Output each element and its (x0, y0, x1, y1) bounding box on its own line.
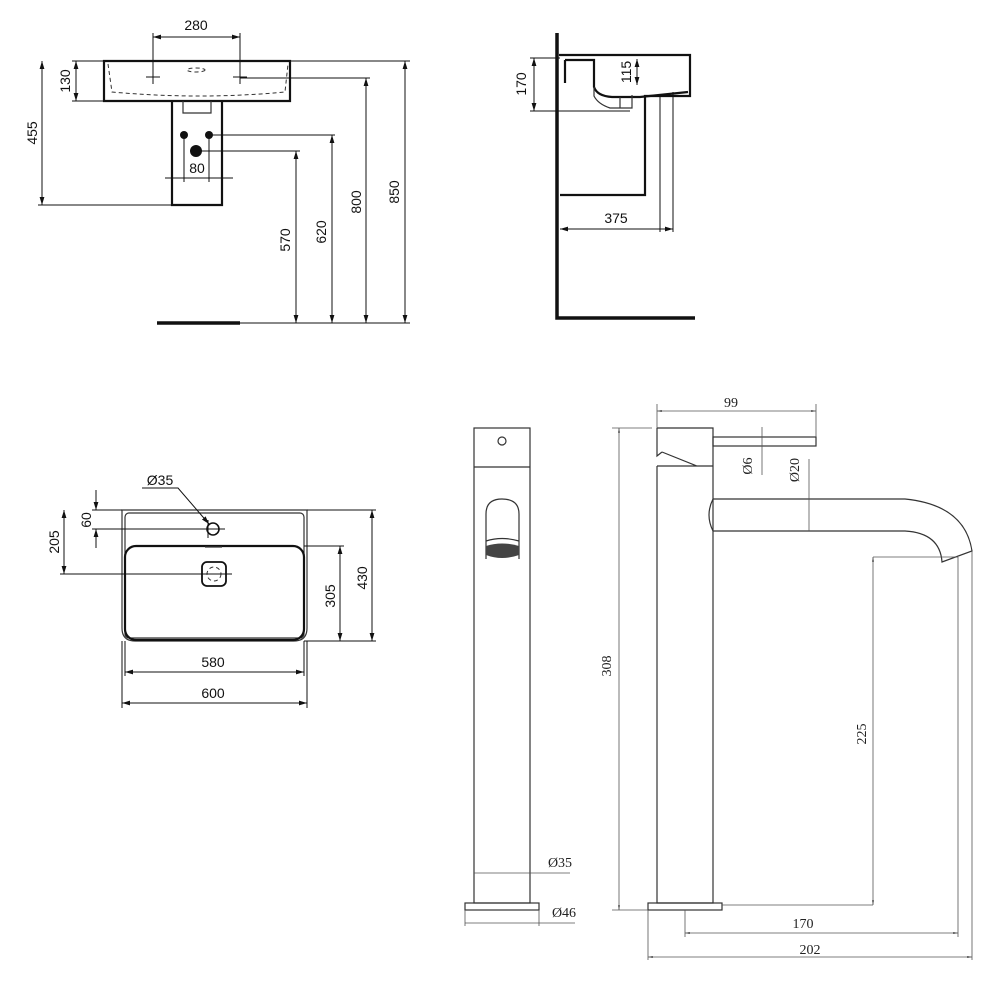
faucet-side-view: 99 Ø6 Ø20 308 225 170 202 (600, 396, 973, 960)
faucet-body (656, 427, 714, 904)
dim-305: 305 (322, 584, 338, 608)
dim-570: 570 (277, 228, 293, 252)
dim-375: 375 (604, 210, 628, 226)
dim-tap-hole-diameter: Ø35 (147, 472, 174, 488)
dim-202: 202 (800, 943, 821, 958)
dim-base-diameter: Ø46 (552, 906, 576, 921)
overflow-slot (186, 67, 206, 73)
dim-455: 455 (24, 121, 40, 145)
dim-225: 225 (855, 724, 870, 745)
dim-handle-diameter: Ø6 (741, 457, 756, 474)
waste-outlet (593, 87, 633, 109)
dim-800: 800 (348, 190, 364, 214)
handle-pivot (497, 436, 507, 446)
dim-580: 580 (201, 654, 225, 670)
dim-620: 620 (313, 220, 329, 244)
faucet-base (464, 902, 540, 911)
spout (713, 498, 973, 563)
dim-spout-diameter: Ø20 (788, 458, 803, 482)
dim-600: 600 (201, 685, 225, 701)
dim-60: 60 (78, 512, 94, 528)
dim-205: 205 (46, 530, 62, 554)
spout-outlet (485, 498, 520, 559)
basin-outer-outline (121, 509, 308, 642)
dim-308: 308 (600, 656, 615, 677)
faucet-front-view: Ø35 Ø46 (464, 427, 576, 926)
dim-99: 99 (724, 396, 738, 411)
dim-170: 170 (513, 72, 529, 96)
basin-bowl-profile (563, 58, 689, 99)
basin-top-view: Ø35 60 205 305 430 580 600 (46, 472, 376, 708)
basin-outline (102, 59, 292, 103)
handle-lever (712, 436, 817, 447)
basin-side-view: 170 115 375 (513, 33, 695, 320)
dim-850: 850 (386, 180, 402, 204)
basin-bowl (123, 544, 306, 642)
dim-130: 130 (57, 69, 73, 93)
dim-280: 280 (184, 17, 208, 33)
basin-front-view: 280 130 455 80 570 620 800 850 (24, 17, 410, 325)
pedestal-outline (170, 101, 224, 207)
basin-pedestal-profile (559, 53, 692, 197)
faucet-base (647, 902, 723, 911)
dim-body-diameter: Ø35 (548, 856, 572, 871)
basin-bowl-hidden (107, 63, 289, 97)
dim-80: 80 (189, 160, 205, 176)
dim-430: 430 (354, 566, 370, 590)
dim-115: 115 (618, 61, 634, 84)
wall-and-floor (555, 33, 695, 320)
cartridge-cap (657, 451, 713, 467)
aerator-icon (486, 543, 519, 558)
trap-outline (182, 101, 212, 114)
basin-rim (124, 512, 305, 639)
dim-170: 170 (793, 917, 814, 932)
